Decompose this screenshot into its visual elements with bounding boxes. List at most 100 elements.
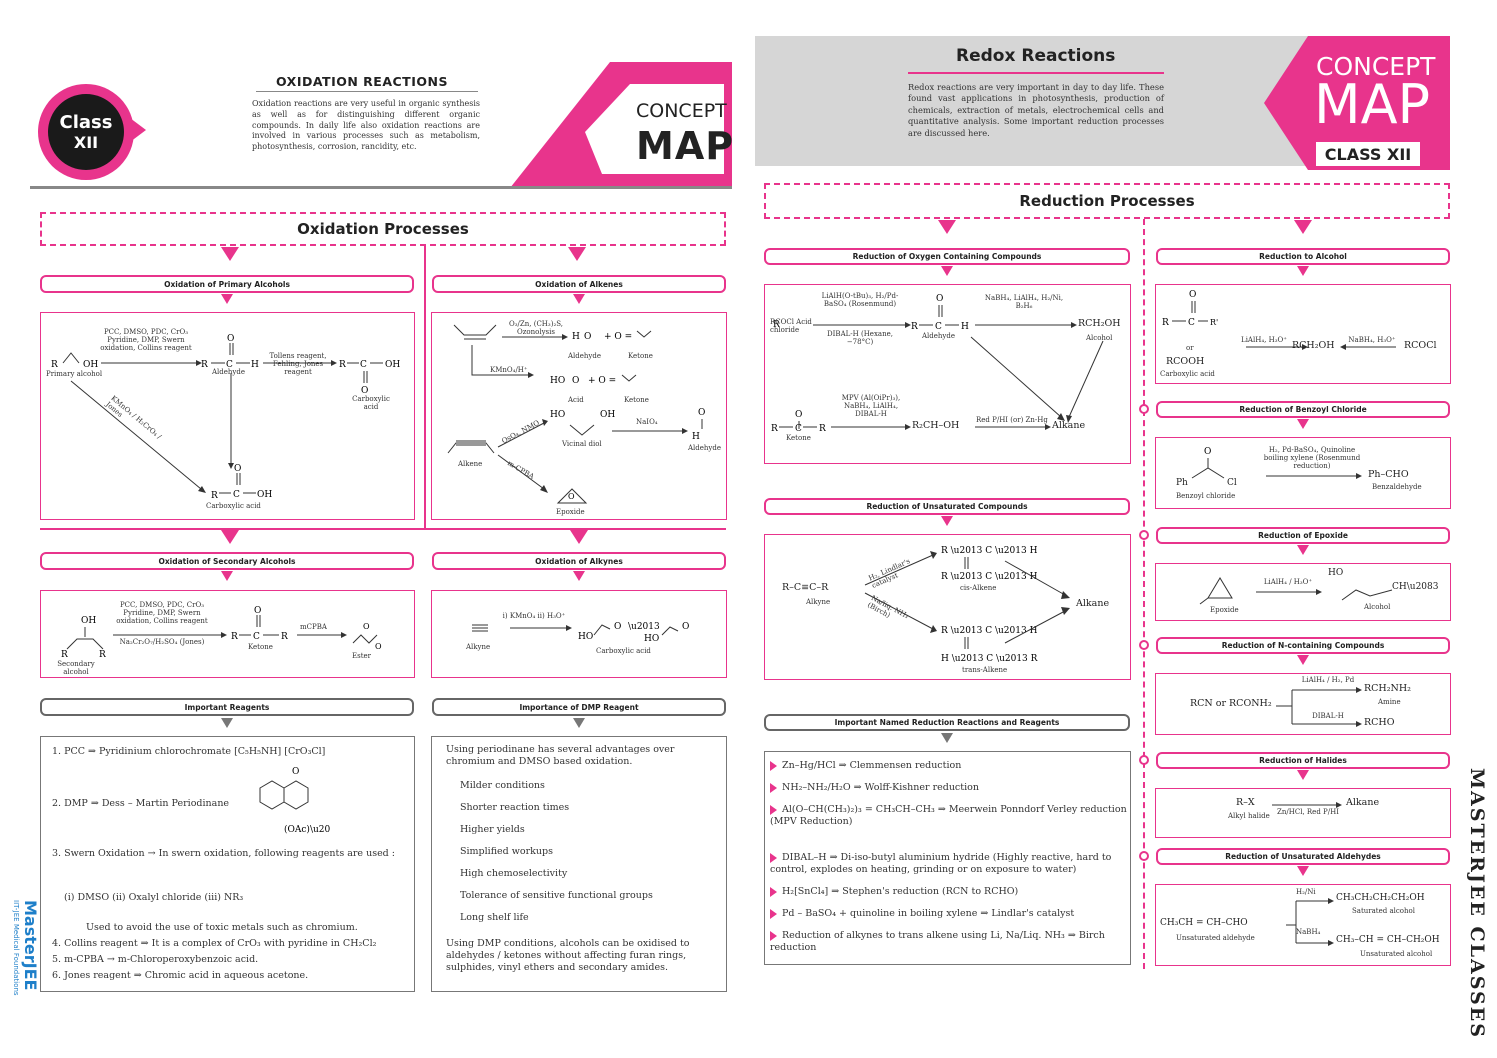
secondary-reagents-bottom: Na₂Cr₂O₇/H₂SO₄ (Jones) [119,638,205,646]
arrow-down-icon [1297,545,1309,555]
oxy-aldehyde: Aldehyde [922,332,956,340]
arrow-down-icon [941,266,953,276]
dmp-point: Simplified workups [460,846,553,857]
pill-unsat-ald: Reduction of Unsaturated Aldehydes [1156,848,1450,865]
pill-dmp: Importance of DMP Reagent [432,698,726,716]
benz-reag: H₂, Pd-BaSO₄, Quinoline boiling xylene (… [1263,446,1361,471]
svg-text:C: C [1188,318,1195,328]
svg-text:C: C [935,322,942,332]
ua-reag1: H₂/Ni [1296,888,1316,896]
alkene-ketone: Ketone [628,352,653,360]
dmp-point: Milder conditions [460,780,545,791]
arrow-down-icon [570,530,588,544]
dmp-point: Long shelf life [460,912,529,923]
alkene-ozonolysis: O₃/Zn, (CH₃)₂S, Ozonolysis [508,320,564,337]
svg-text:C: C [360,360,367,370]
ua-label: Unsaturated aldehyde [1176,934,1255,942]
alc-rcocl: RCOCl [1404,340,1437,351]
ua-prod1: CH₃CH₂CH₂CH₂OH [1336,893,1425,903]
svg-text:C: C [226,360,233,370]
arrow-down-icon [221,247,239,261]
svg-text:\u2013: \u2013 [628,622,660,632]
pill-alkenes: Oxidation of Alkenes [432,275,726,293]
named-box [764,751,1131,965]
svg-text:OH: OH [257,490,272,500]
named-item: H₂[SnCl₄] ⇒ Stephen's reduction (RCN to … [770,886,1128,908]
ua-reag2: NaBH₄ [1296,928,1321,936]
arrow-down-icon [573,571,585,581]
pill-benzoyl: Reduction of Benzoyl Chloride [1156,401,1450,418]
oxy-reag1b: DIBAL-H (Hexane, −78°C) [827,330,893,347]
oxy-rcocl: RCOCl Acid chloride [770,318,812,335]
epox-ho: HO [1328,568,1344,578]
dmp-outro: Using DMP conditions, alcohols can be ox… [446,938,690,973]
redox-text: Redox reactions are very important in da… [908,82,1164,138]
unsat-alkyne: R–C≡C–R [782,582,829,593]
svg-text:HO: HO [550,410,565,420]
pill-oxygen: Reduction of Oxygen Containing Compounds [764,248,1130,265]
svg-text:R: R [51,360,58,370]
hal-label: Alkyl halide [1228,812,1270,820]
svg-text:O: O [568,492,575,501]
reagent-item: 3. Swern Oxidation → In swern oxidation,… [52,848,395,859]
alkyne-label: Alkyne [466,643,491,651]
svg-text:O: O [361,386,368,396]
svg-text:H: H [692,432,700,442]
primary-reagents-top: PCC, DMSO, PDC, CrO₃ Pyridine, DMP, Swer… [100,328,192,353]
svg-text:R: R [281,632,288,642]
dmp-structure: O (OAc)\u2083 [259,767,330,835]
svg-text:HO: HO [578,632,593,642]
alkene-aldehyde: Aldehyde [568,352,602,360]
ua-prod2: CH₃–CH = CH–CH₂OH [1336,935,1440,945]
primary-alcohol-box: R OH R C O H R C O OH R C O OH [40,312,415,520]
alcohol-box: R C O R' [1155,284,1451,384]
svg-text:R \u2013 C \u2013 H: R \u2013 C \u2013 H [941,546,1038,556]
class-label-right: CLASS XII [1316,142,1420,166]
connector-dot [1139,755,1149,765]
benz-product-label: Benzaldehyde [1372,483,1422,491]
svg-text:HO: HO [644,634,659,644]
named-item: Reduction of alkynes to trans alkene usi… [770,930,1105,953]
svg-text:+ O =: + O = [588,376,616,386]
primary-acid-label: Carboxylic acid [206,502,261,510]
n-prod1: RCH₂NH₂ [1364,683,1411,694]
pill-named: Important Named Reduction Reactions and … [764,714,1130,731]
svg-text:H \u2013 C \u2013 R: H \u2013 C \u2013 R [941,654,1038,664]
svg-text:R: R [1162,318,1169,328]
arrow-down-icon [1297,266,1309,276]
svg-text:R \u2013 C \u2013 H: R \u2013 C \u2013 H [941,572,1038,582]
alc-rcooh: RCOOH [1166,356,1205,367]
svg-text:O: O [363,622,370,631]
arrow-down-icon [221,530,239,544]
reagent-item: 2. DMP ⇒ Dess – Martin Periodinane [52,798,230,809]
ua-prod1-label: Saturated alcohol [1352,907,1415,915]
hal-reag: Zn/HCl, Red P/HI [1277,808,1339,816]
svg-text:O: O [795,410,802,420]
map-text-left: MAP [636,124,735,168]
svg-text:R: R [339,360,346,370]
arrow-down-icon [941,516,953,526]
badge-arrow-icon [130,118,146,142]
svg-text:R: R [819,424,826,434]
brand-masterjee-vertical: MasterJEE IIT-JEE Medical Foundations [12,900,40,996]
n-prod1-label: Amine [1378,698,1401,706]
oxy-sec-alc: R₂CH–OH [912,420,960,431]
arrow-down-icon [1297,655,1309,665]
oxy-alkane: Alkane [1052,420,1086,431]
svg-text:O: O [614,622,621,632]
alkyne-reagent: i) KMnO₄ ii) H₃O⁺ [502,612,566,620]
reagent-item: Used to avoid the use of toxic metals su… [86,922,358,933]
n-reag1: LiAlH₄ / H₂, Pd [1301,676,1355,684]
dmp-points: Milder conditions Shorter reaction times… [446,780,716,934]
svg-text:O: O [292,767,299,777]
oxy-reag3: MPV (Al(OiPr)₃), NaBH₄, LiAlH₄, DIBAL-H [841,394,901,419]
primary-reagents-right: Tollens reagent, Fehling, Jones reagent [269,352,327,377]
pill-secondary-alcohols: Oxidation of Secondary Alcohols [40,552,414,570]
svg-text:OH: OH [83,360,98,370]
svg-text:H: H [961,322,969,332]
svg-text:C: C [233,490,240,500]
ua-reactant: CH₃CH = CH–CHO [1160,918,1248,928]
concept-text-left: CONCEPT [636,100,727,122]
svg-text:R: R [231,632,238,642]
